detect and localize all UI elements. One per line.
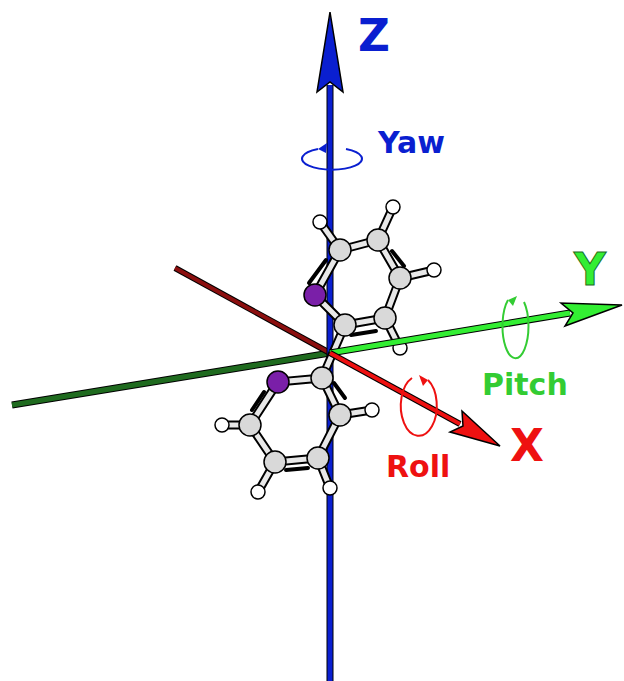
x-axis-back [175, 268, 330, 353]
x-axis-back-outline [175, 268, 330, 353]
rotation-label: Yaw [378, 128, 445, 158]
y-axis [330, 313, 570, 353]
x-axis [330, 353, 460, 424]
roll-arrowhead [419, 375, 428, 386]
axis-label: Z [358, 14, 390, 58]
axis-label: Y [574, 248, 606, 292]
x-arrowhead [450, 411, 500, 446]
roll-rotation-arrow [401, 378, 437, 436]
y-axis-back-outline [12, 353, 330, 405]
x-axis-outline [330, 353, 460, 424]
axis-label: X [510, 424, 544, 468]
yaw-rotation-arrow [302, 149, 362, 170]
rotation-label: Roll [386, 452, 450, 482]
pitch-rotation-arrow [502, 300, 528, 358]
y-arrowhead [561, 303, 622, 326]
pitch-arrowhead [508, 296, 517, 306]
yaw-arrowhead [318, 143, 327, 153]
y-axis-back [12, 353, 330, 405]
z-arrowhead [317, 12, 343, 92]
y-axis-outline [330, 313, 570, 353]
rotation-label: Pitch [482, 370, 568, 400]
